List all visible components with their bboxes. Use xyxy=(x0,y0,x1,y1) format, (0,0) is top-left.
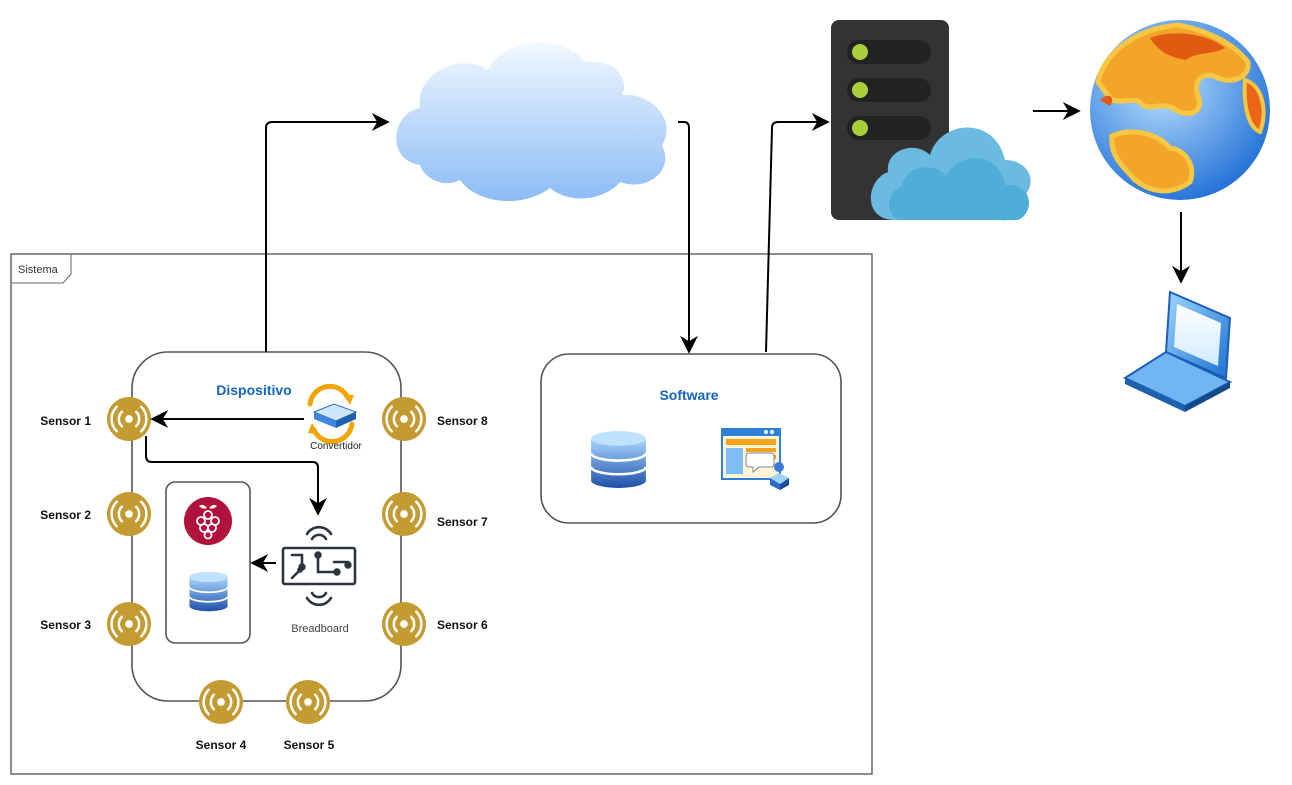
breadboard[interactable]: Breadboard xyxy=(281,525,357,635)
cloud-server-icon xyxy=(831,20,1031,221)
sensor-label: Sensor 2 xyxy=(40,508,91,522)
wireless-sensor-icon xyxy=(381,491,427,537)
sensor-7[interactable]: Sensor 7 xyxy=(381,491,488,537)
device-to-cloud-arrow xyxy=(265,113,390,352)
sensor-label: Sensor 3 xyxy=(40,618,91,632)
sensor-label: Sensor 4 xyxy=(196,738,247,752)
wireless-sensor-icon xyxy=(285,679,331,725)
cloud-to-software-arrow xyxy=(678,121,698,354)
software-container[interactable]: Software xyxy=(540,353,842,524)
local-database-icon xyxy=(188,571,229,612)
wireless-sensor-icon xyxy=(106,491,152,537)
laptop-icon xyxy=(1122,290,1233,412)
sensor-5[interactable]: Sensor 5 xyxy=(284,679,335,752)
globe-icon xyxy=(1090,20,1270,200)
converter-label: Convertidor xyxy=(310,441,362,452)
sensor-1[interactable]: Sensor 1 xyxy=(40,396,152,442)
device-title: Dispositivo xyxy=(216,382,291,398)
system-frame: Sistema xyxy=(10,253,873,775)
software-database-icon xyxy=(589,430,648,489)
sensor-3[interactable]: Sensor 3 xyxy=(40,601,152,647)
sensors: Sensor 1 Sensor 2 Sensor 3 Sensor 4 Sens… xyxy=(40,396,488,752)
sensor-label: Sensor 8 xyxy=(437,414,488,428)
sensor-2[interactable]: Sensor 2 xyxy=(40,491,152,537)
wireless-sensor-icon xyxy=(106,601,152,647)
raspberry-pi-icon xyxy=(184,497,232,545)
raspberry-module[interactable] xyxy=(165,481,251,644)
breadboard-label: Breadboard xyxy=(291,623,349,635)
sensor-8[interactable]: Sensor 8 xyxy=(381,396,488,442)
sensor-label: Sensor 6 xyxy=(437,618,488,632)
software-title: Software xyxy=(659,387,718,403)
wireless-sensor-icon xyxy=(381,396,427,442)
sensor-4[interactable]: Sensor 4 xyxy=(196,679,247,752)
converter[interactable]: Convertidor xyxy=(307,383,363,452)
sensor-label: Sensor 5 xyxy=(284,738,335,752)
connectors xyxy=(145,102,1190,572)
wireless-sensor-icon xyxy=(381,601,427,647)
sensor-label: Sensor 7 xyxy=(437,515,488,529)
sensor1-to-breadboard-arrow xyxy=(145,436,327,516)
system-frame-label: Sistema xyxy=(18,264,59,276)
wireless-sensor-icon xyxy=(106,396,152,442)
software-to-server-arrow xyxy=(765,113,830,353)
sensor-6[interactable]: Sensor 6 xyxy=(381,601,488,647)
sensor-label: Sensor 1 xyxy=(40,414,91,428)
cloud-icon xyxy=(396,42,667,202)
wireless-sensor-icon xyxy=(198,679,244,725)
converter-icon xyxy=(307,383,358,445)
circuit-board-icon xyxy=(281,525,357,607)
web-application-icon xyxy=(721,428,789,490)
